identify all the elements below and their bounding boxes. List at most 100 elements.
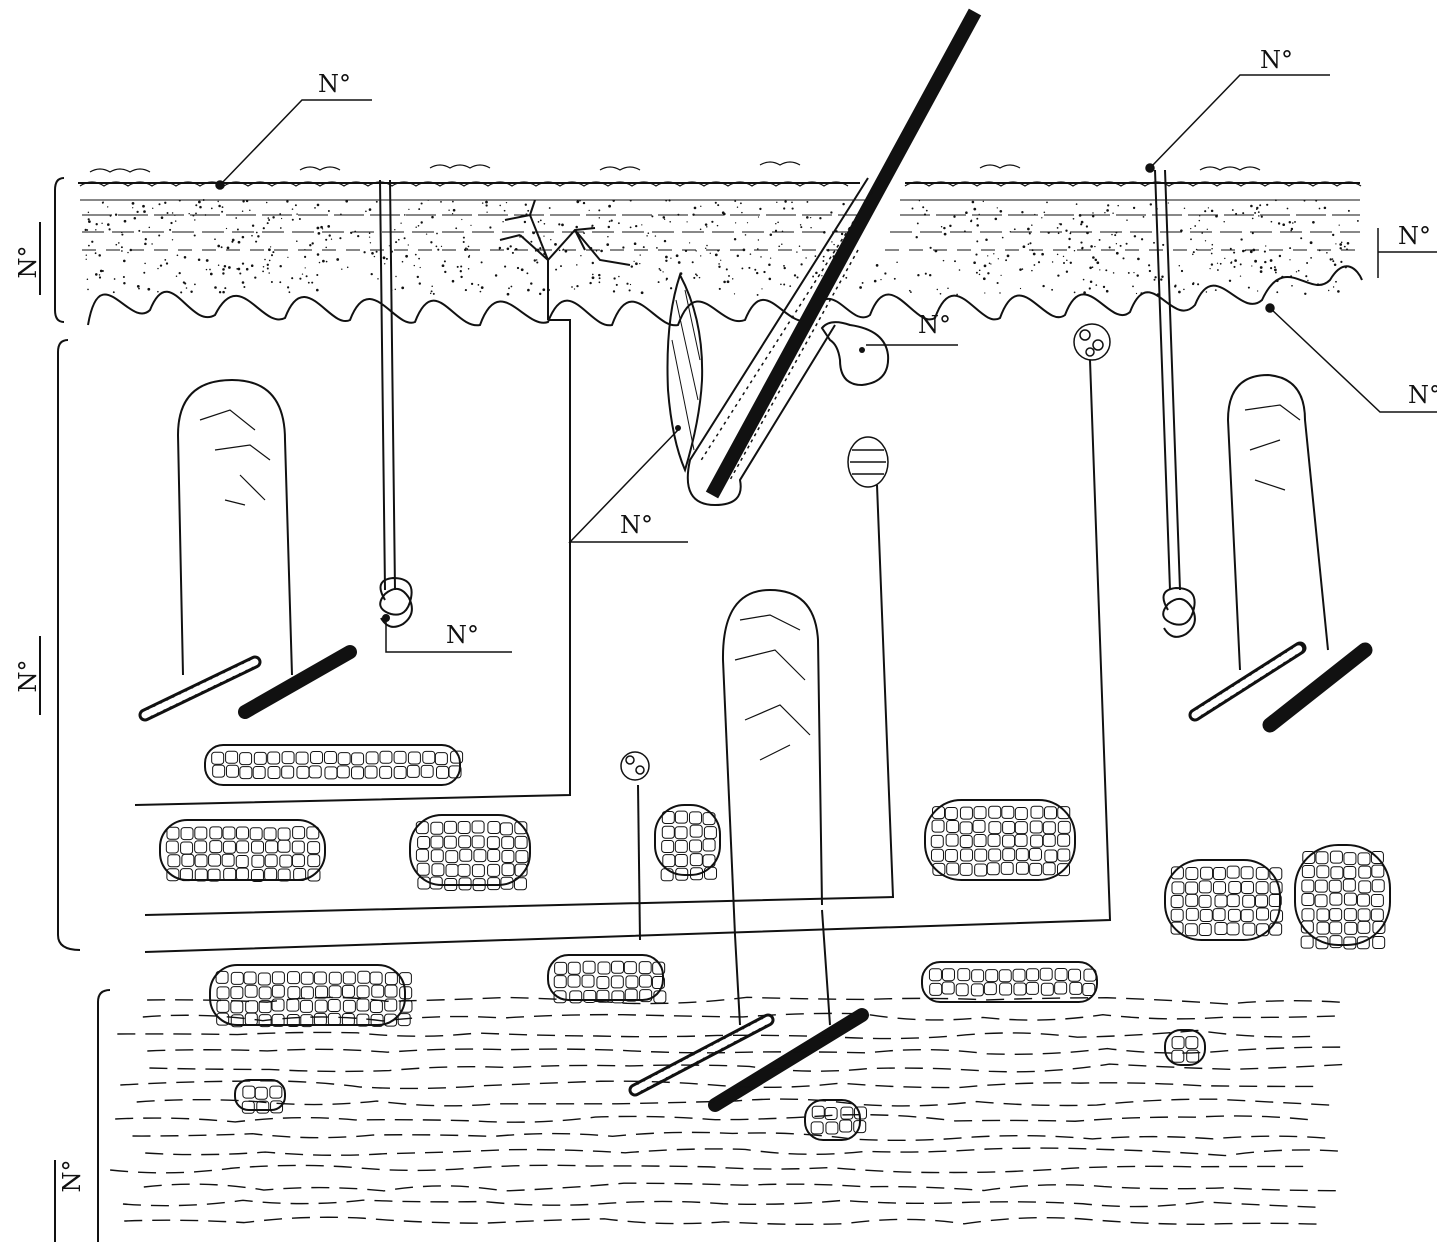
stipple-dot bbox=[1271, 221, 1273, 223]
stipple-dot bbox=[1275, 199, 1277, 201]
stipple-dot bbox=[536, 259, 537, 260]
stipple-dot bbox=[441, 246, 442, 247]
stipple-dot bbox=[539, 293, 541, 295]
fat-cell bbox=[278, 828, 290, 840]
stipple-dot bbox=[1136, 274, 1138, 276]
stipple-dot bbox=[402, 261, 404, 263]
stipple-dot bbox=[1240, 263, 1242, 265]
stipple-dot bbox=[1105, 269, 1107, 271]
stipple-dot bbox=[929, 274, 931, 276]
stipple-dot bbox=[1252, 232, 1254, 234]
stipple-dot bbox=[408, 244, 409, 245]
fat-cell bbox=[1227, 923, 1239, 935]
fat-cell bbox=[472, 821, 484, 833]
stipple-dot bbox=[304, 249, 305, 250]
stipple-dot bbox=[976, 240, 978, 242]
stipple-dot bbox=[1197, 283, 1199, 285]
stipple-dot bbox=[976, 224, 979, 227]
fat-cell bbox=[231, 972, 243, 984]
stipple-dot bbox=[1235, 213, 1237, 215]
fat-cell bbox=[246, 1001, 258, 1013]
stipple-dot bbox=[655, 235, 656, 236]
stipple-dot bbox=[263, 227, 265, 229]
stipple-dot bbox=[983, 201, 984, 202]
stipple-dot bbox=[371, 273, 373, 275]
stipple-dot bbox=[211, 208, 213, 210]
stipple-dot bbox=[609, 221, 611, 223]
fat-cell bbox=[421, 765, 433, 777]
stipple-dot bbox=[326, 261, 328, 263]
stipple-dot bbox=[1205, 240, 1206, 241]
stipple-dot bbox=[1274, 269, 1277, 272]
stipple-dot bbox=[979, 214, 980, 215]
stipple-dot bbox=[1133, 272, 1134, 273]
sweat-duct-left bbox=[380, 180, 395, 590]
stipple-dot bbox=[1074, 250, 1075, 251]
stipple-dot bbox=[1251, 265, 1252, 266]
stipple-dot bbox=[170, 222, 172, 224]
fat-cell bbox=[975, 864, 987, 876]
stipple-dot bbox=[1254, 260, 1257, 263]
fat-cell bbox=[555, 962, 567, 974]
stipple-dot bbox=[228, 266, 231, 269]
stipple-dot bbox=[510, 245, 512, 247]
fat-cell bbox=[1058, 849, 1070, 861]
stipple-dot bbox=[754, 269, 756, 271]
fat-cell bbox=[296, 752, 308, 764]
sweat-duct-right bbox=[1155, 170, 1180, 590]
stipple-dot bbox=[314, 207, 316, 209]
hypodermis-fibers bbox=[110, 997, 1349, 1224]
stipple-dot bbox=[1038, 261, 1040, 263]
fat-cell bbox=[1199, 895, 1211, 907]
stipple-dot bbox=[1190, 238, 1192, 240]
stipple-dot bbox=[997, 207, 998, 208]
stipple-dot bbox=[414, 265, 415, 266]
stipple-dot bbox=[1115, 231, 1117, 233]
stipple-dot bbox=[734, 200, 736, 202]
stipple-dot bbox=[1346, 248, 1348, 250]
stipple-dot bbox=[940, 293, 942, 295]
stipple-dot bbox=[226, 228, 227, 229]
stipple-dot bbox=[426, 233, 427, 234]
stipple-dot bbox=[1092, 266, 1094, 268]
stipple-dot bbox=[719, 288, 721, 290]
layer-label-hypodermis: N° bbox=[58, 1160, 86, 1193]
stipple-dot bbox=[987, 272, 989, 274]
stipple-dot bbox=[635, 262, 638, 265]
fat-cell bbox=[316, 986, 328, 998]
stipple-dot bbox=[651, 215, 653, 217]
stipple-dot bbox=[252, 224, 254, 226]
stipple-dot bbox=[463, 241, 465, 243]
stipple-dot bbox=[1339, 243, 1342, 246]
stipple-dot bbox=[507, 293, 510, 296]
stipple-dot bbox=[1340, 261, 1342, 263]
fat-cell bbox=[1000, 983, 1012, 995]
stipple-dot bbox=[347, 267, 349, 269]
fat-cell bbox=[1055, 968, 1067, 980]
stipple-dot bbox=[1153, 242, 1155, 244]
stipple-dot bbox=[365, 210, 367, 212]
stipple-dot bbox=[819, 217, 821, 219]
stipple-dot bbox=[121, 232, 123, 234]
fat-cell bbox=[297, 766, 309, 778]
fat-cell bbox=[1015, 834, 1027, 846]
stipple-dot bbox=[554, 243, 557, 246]
stipple-dot bbox=[689, 242, 690, 243]
callout-leaders bbox=[216, 75, 1437, 652]
stipple-dot bbox=[784, 267, 786, 269]
fiber-line bbox=[115, 1115, 1315, 1123]
stipple-dot bbox=[781, 244, 782, 245]
stipple-dot bbox=[669, 199, 671, 201]
stipple-dot bbox=[369, 233, 371, 235]
stipple-dot bbox=[759, 208, 761, 210]
stipple-dot bbox=[1207, 229, 1208, 230]
stipple-dot bbox=[700, 255, 701, 256]
fat-cell bbox=[217, 1000, 229, 1012]
stipple-dot bbox=[123, 276, 125, 278]
stipple-dot bbox=[214, 286, 217, 289]
stipple-dot bbox=[209, 269, 211, 271]
stipple-dot bbox=[499, 205, 501, 207]
stipple-dot bbox=[616, 284, 618, 286]
stipple-dot bbox=[737, 255, 739, 257]
stipple-dot bbox=[1335, 281, 1337, 283]
